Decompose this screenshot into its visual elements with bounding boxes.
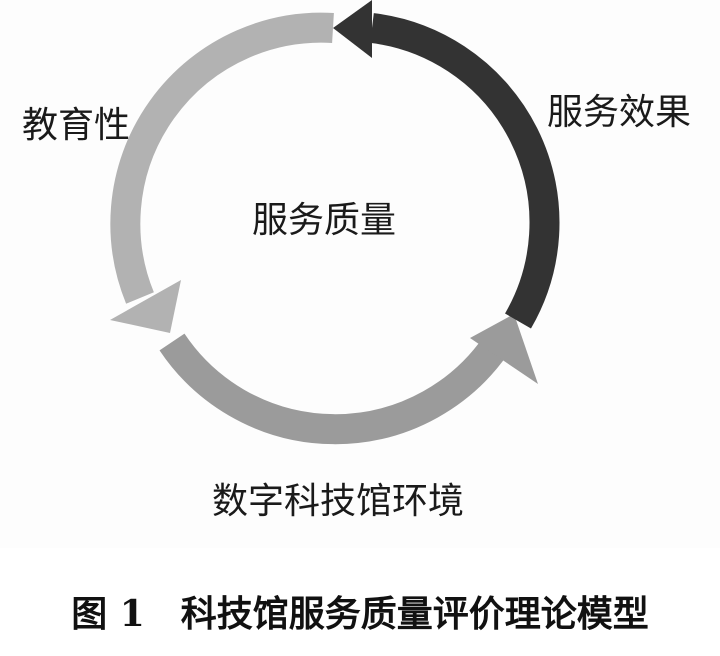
figure-number: 图 1 xyxy=(71,593,145,635)
arrow-education-to-environment-head xyxy=(110,280,181,333)
cycle-arrows xyxy=(110,0,560,445)
arrow-environment-to-effect-head xyxy=(470,314,538,384)
node-label-effect: 服务效果 xyxy=(547,92,692,133)
arrow-environment-to-effect xyxy=(159,333,509,445)
node-label-education: 教育性 xyxy=(22,105,131,146)
node-label-environment: 数字科技馆环境 xyxy=(212,481,465,522)
center-label: 服务质量 xyxy=(252,200,397,241)
cycle-diagram: 教育性 服务效果 服务质量 数字科技馆环境 xyxy=(22,0,692,522)
arrow-effect-to-education-head xyxy=(333,0,372,58)
arrow-education-to-environment xyxy=(110,12,334,304)
arrow-effect-to-education xyxy=(370,13,560,329)
figure-title: 科技馆服务质量评价理论模型 xyxy=(180,593,649,635)
figure-caption: 图 1 科技馆服务质量评价理论模型 xyxy=(0,596,720,632)
